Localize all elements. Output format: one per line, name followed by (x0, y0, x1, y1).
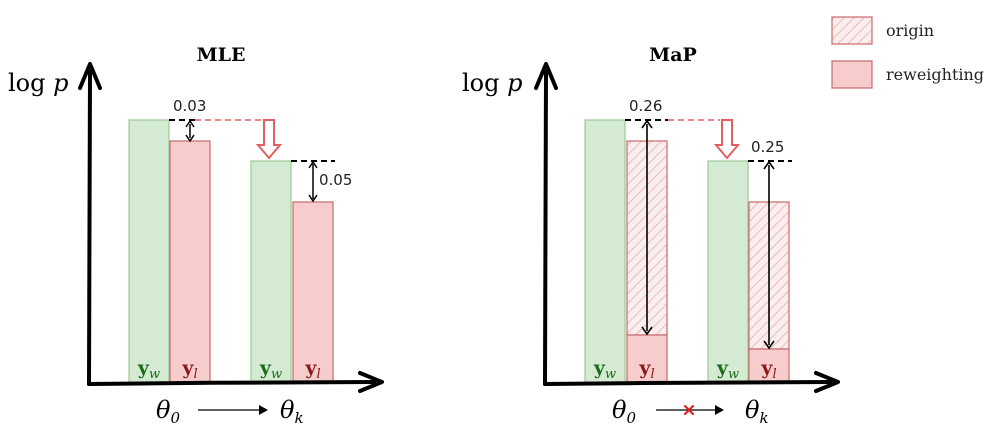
mle-theta-0: θ0 (156, 396, 180, 427)
mle-bar-yl-theta0 (169, 140, 211, 384)
mle-bar-yw-theta0 (128, 119, 170, 384)
mle-shift-arrow-icon (255, 119, 283, 160)
map-x-axis-arrowhead-icon (814, 371, 840, 393)
legend-origin-label: origin (886, 21, 934, 40)
legend-reweighting-label: reweighting (886, 65, 984, 84)
mle-gap-0-value: 0.03 (173, 97, 206, 115)
map-label-yl-0: yl (638, 357, 654, 382)
map-gap-0-value: 0.26 (629, 97, 662, 115)
map-theta-k: θk (745, 396, 769, 427)
map-y-axis-arrowhead-icon (534, 62, 558, 90)
mle-label-yl-0: yl (181, 357, 197, 382)
map-bar-yw-theta0 (584, 119, 626, 384)
mle-title: MLE (197, 44, 246, 66)
map-x-axis (543, 380, 832, 386)
mle-y-axis-arrowhead-icon (78, 62, 102, 90)
map-bar-yl-theta0 (626, 334, 668, 384)
map-bar-yl-thetak (748, 348, 790, 384)
mle-bar-yw-thetak (250, 160, 292, 384)
mle-gap-k-value: 0.05 (319, 171, 352, 189)
mle-x-axis-arrowhead-icon (358, 371, 384, 393)
map-gap-k-value: 0.25 (751, 138, 784, 156)
legend-origin-swatch (831, 16, 873, 45)
map-panel: MaP log p yw yl yw yl 0.26 0.25 (462, 44, 840, 427)
mle-ylabel: log p (8, 69, 69, 97)
mle-x-axis (87, 380, 376, 386)
map-y-axis (543, 70, 548, 386)
map-label-yw-k: yw (716, 357, 739, 382)
map-title: MaP (649, 44, 697, 66)
mle-y-axis (87, 70, 92, 386)
map-blocked-cross-icon (683, 404, 695, 416)
map-shift-arrow-icon (713, 119, 741, 160)
mle-label-yw-0: yw (137, 357, 160, 382)
map-bar-yw-thetak (707, 160, 749, 384)
map-ylabel: log p (462, 69, 523, 97)
mle-label-yl-k: yl (304, 357, 320, 382)
mle-bar-yl-thetak (292, 201, 334, 384)
map-theta-0: θ0 (612, 396, 636, 427)
mle-theta-k: θk (280, 396, 304, 427)
map-label-yl-k: yl (760, 357, 776, 382)
mle-panel: MLE log p yw yl yw yl 0.03 0.05 θ0 (8, 44, 384, 427)
mle-label-yw-k: yw (259, 357, 282, 382)
map-label-yw-0: yw (593, 357, 616, 382)
legend: origin reweighting (831, 16, 984, 89)
legend-reweighting-swatch (831, 60, 873, 89)
